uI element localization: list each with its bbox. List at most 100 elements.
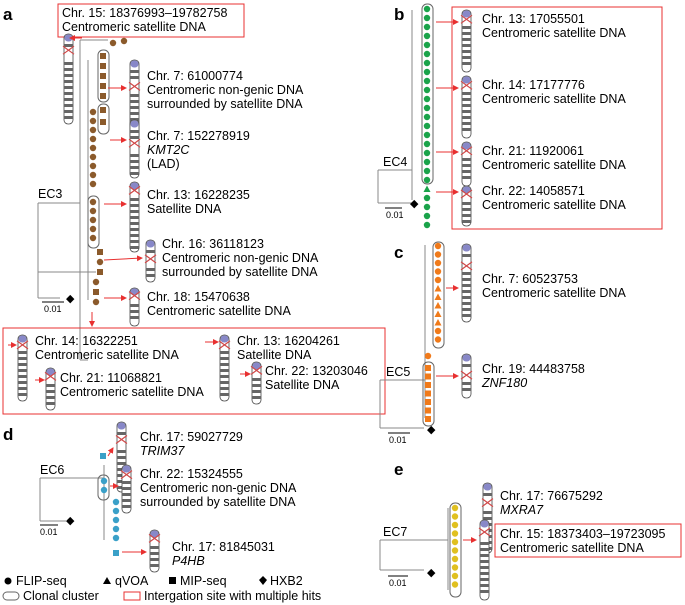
- chromosome-band: [130, 210, 139, 213]
- chromosome-band: [130, 222, 139, 225]
- chromosome-ideogram: [128, 119, 141, 179]
- flip-seq-sample: [434, 242, 442, 250]
- chromosomes-e: [463, 482, 494, 601]
- clonal-cluster: [87, 195, 100, 249]
- site-coord: Chr. 16: 36118123: [162, 237, 264, 251]
- site-desc: surrounded by satellite DNA: [140, 495, 296, 509]
- flip-seq-sample: [423, 203, 431, 211]
- multi-hit-box-top: [57, 3, 245, 38]
- chromosome-band: [150, 552, 159, 555]
- site-desc: Centromeric satellite DNA: [482, 286, 626, 300]
- centromere: [128, 291, 141, 301]
- site-desc: Satellite DNA: [265, 378, 340, 392]
- site-coord: Chr. 17: 76675292: [500, 489, 603, 503]
- chromosome-band: [130, 310, 139, 313]
- chromosome-ideogram: [44, 367, 57, 411]
- site-desc: Centromeric satellite DNA: [482, 198, 626, 212]
- centromere: [148, 533, 161, 543]
- mip-seq-sample: [100, 63, 106, 69]
- chromosome-band: [130, 118, 139, 121]
- chromosome-band: [46, 396, 55, 399]
- chromosome-band: [64, 86, 73, 89]
- legend-flip: FLIP-seq: [16, 574, 67, 588]
- chromosome-band: [462, 176, 471, 179]
- chromosome-band: [130, 136, 139, 139]
- chromosome-ideogram: [128, 287, 141, 327]
- chromosome-band: [130, 160, 139, 163]
- chromosome-band: [117, 462, 126, 465]
- ec-label: EC5: [386, 365, 410, 379]
- site-coord: Chr. 21: 11068821: [60, 371, 162, 385]
- flip-seq-sample: [434, 276, 442, 284]
- chromosome-band: [252, 378, 261, 381]
- chromosome-tip: [130, 288, 139, 296]
- panel-d-label: d: [3, 425, 13, 444]
- legend-hxb2: HXB2: [270, 574, 303, 588]
- chromosome-band: [252, 390, 261, 393]
- ec-label: EC4: [383, 155, 407, 169]
- chromosome-band: [64, 80, 73, 83]
- chromosome-band: [220, 369, 229, 372]
- flip-seq-sample: [89, 153, 97, 161]
- phylo-tree-ec4: [377, 10, 415, 204]
- chromosome-band: [462, 308, 471, 311]
- flip-seq-sample: [451, 504, 459, 512]
- chromosome-band: [46, 402, 55, 405]
- site-coord: Chr. 14: 17177776: [482, 78, 585, 92]
- chromosome-band: [64, 68, 73, 71]
- flip-seq-sample: [112, 498, 120, 506]
- chromosome-band: [462, 364, 471, 367]
- chromosome-band: [64, 62, 73, 65]
- chromosome-band: [462, 302, 471, 305]
- chromosome-tip: [480, 520, 489, 528]
- phylo-tree-ec6: [39, 465, 105, 540]
- chromosomes-c: [436, 243, 473, 399]
- mip-seq-sample: [425, 416, 431, 422]
- chromosome-tip: [130, 182, 139, 190]
- chromosome-band: [130, 112, 139, 115]
- chromosome-band: [462, 122, 471, 125]
- flip-seq-sample: [423, 212, 431, 220]
- flip-seq-sample: [423, 77, 431, 85]
- chromosome-band: [130, 100, 139, 103]
- flip-seq-sample: [89, 180, 97, 188]
- chromosome-band: [130, 154, 139, 157]
- flip-seq-sample: [423, 95, 431, 103]
- site-coord: Chr. 7: 60523753: [482, 272, 578, 286]
- chromosome-band: [462, 26, 471, 29]
- panel-a-label: a: [3, 5, 13, 24]
- chromosome-ideogram: [460, 141, 473, 187]
- chromosome-band: [18, 363, 27, 366]
- chromosome-band: [480, 578, 489, 581]
- qvoa-sample: [434, 285, 442, 292]
- chromosome-band: [122, 499, 131, 502]
- chromosome-band: [462, 388, 471, 391]
- chromosome-band: [480, 572, 489, 575]
- chromosomes-b: [436, 9, 473, 227]
- site-desc: Satellite DNA: [237, 348, 312, 362]
- centromere: [62, 45, 75, 55]
- panel-d: d EC6 0.01 ◆ Chr. 17: 59027729 TRIM37 Ch…: [3, 421, 297, 573]
- flip-seq-sample: [423, 5, 431, 13]
- clonal-cluster: [97, 474, 110, 501]
- chromosome-band: [146, 250, 155, 253]
- chromosome-band: [150, 564, 159, 567]
- chromosome-band: [130, 216, 139, 219]
- flip-seq-sample: [423, 131, 431, 139]
- flip-seq-sample: [423, 41, 431, 49]
- chromosome-band: [462, 110, 471, 113]
- hxb2-marker: ◆: [66, 293, 75, 305]
- flip-seq-sample: [423, 50, 431, 58]
- centromere: [460, 189, 473, 199]
- site-desc: Centromeric satellite DNA: [35, 348, 179, 362]
- panel-a: a Chr. 15: 18376993–19782758 Centromeric…: [2, 3, 386, 415]
- chromosome-band: [46, 384, 55, 387]
- scale-label: 0.01: [40, 527, 58, 537]
- site-coord: Chr. 14: 16322251: [35, 334, 138, 348]
- chromosome-tip: [150, 530, 159, 538]
- chromosome-band: [480, 566, 489, 569]
- hxb2-marker: ◆: [427, 567, 436, 579]
- chromosome-ideogram: [460, 243, 473, 323]
- flip-seq-sample: [89, 117, 97, 125]
- scale-label: 0.01: [389, 435, 407, 445]
